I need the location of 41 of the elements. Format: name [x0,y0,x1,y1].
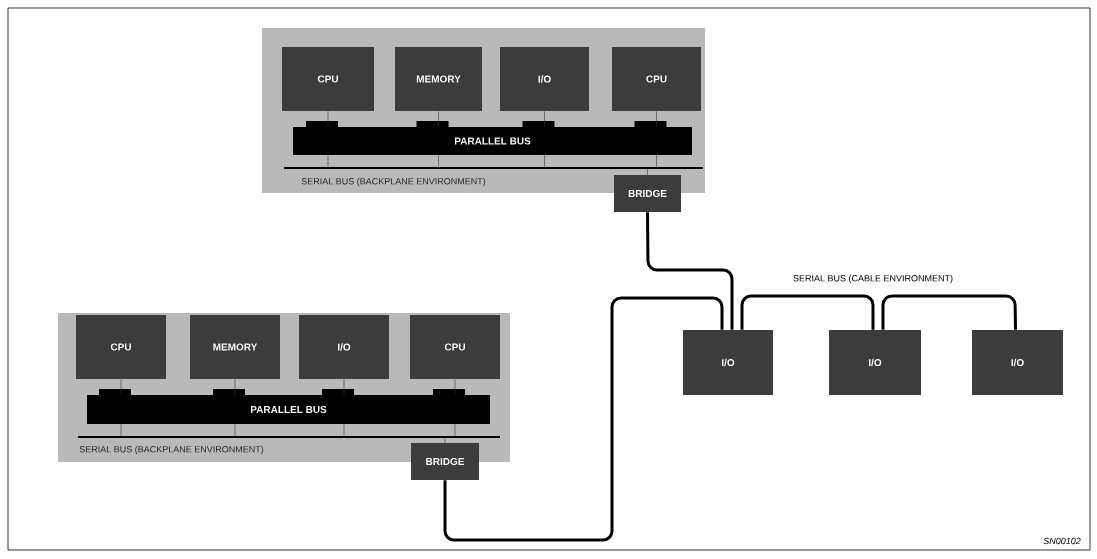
bus-label: SERIAL BUS (BACKPLANE ENVIRONMENT) [79,445,264,455]
module-box: MEMORY [395,47,482,111]
cable [443,296,724,542]
cable [646,212,734,330]
connector-line [454,378,456,396]
cable [740,294,875,330]
connector-line [444,437,446,444]
connector-line [656,110,657,128]
parallel-bus: PARALLEL BUS [87,389,490,424]
connector-line [234,423,236,437]
module-box: CPU [282,47,374,111]
io-device-box: I/O [829,330,921,395]
connector-line [327,110,329,128]
module-box: CPU [76,315,166,379]
cable-bus-label: SERIAL BUS (CABLE ENVIRONMENT) [793,274,953,284]
bridge-box: BRIDGE [614,175,681,212]
connector-line [647,168,648,176]
module-box: MEMORY [190,315,280,379]
module-box: CPU [410,315,500,379]
bus-label: SERIAL BUS (BACKPLANE ENVIRONMENT) [301,177,486,187]
io-device-box: I/O [683,330,773,395]
figure-number: SN00102 [1043,537,1081,545]
connector-line [234,378,236,396]
bridge-box: BRIDGE [411,443,479,480]
connector-line [343,423,345,437]
connector-line [544,154,545,168]
connector-line [454,423,456,437]
connector-line [120,378,122,396]
module-box: I/O [500,47,589,111]
module-box: I/O [299,315,389,379]
connector-line [656,154,657,168]
connector-line [120,423,122,437]
connector-line [438,110,439,128]
cable [881,294,1017,330]
connector-line [544,110,545,128]
parallel-bus: PARALLEL BUS [293,121,692,155]
connector-line [438,154,439,168]
connector-line [327,154,329,168]
module-box: CPU [612,47,701,111]
io-device-box: I/O [972,330,1063,395]
connector-line [343,378,345,396]
